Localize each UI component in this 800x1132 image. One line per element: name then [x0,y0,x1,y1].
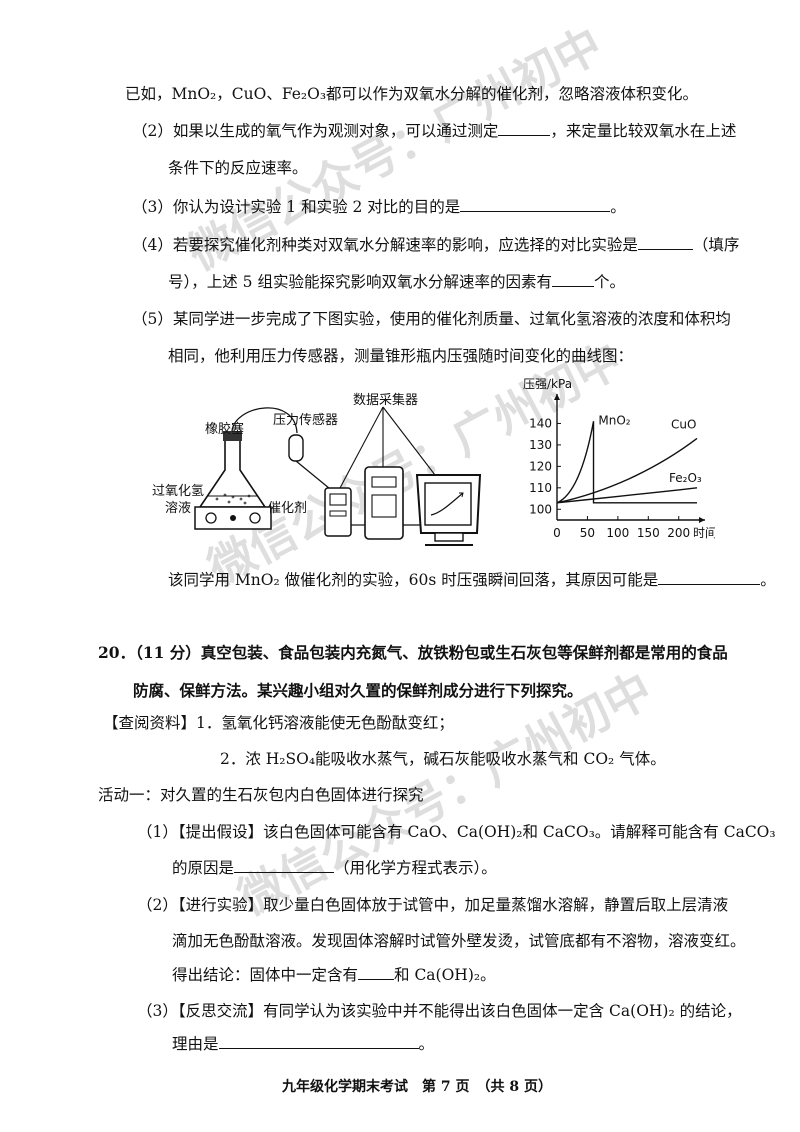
series-line [556,437,698,504]
q19-part5-line2: 相同，他利用压力传感器，测量锥形瓶内压强随时间变化的曲线图： [168,347,634,365]
q20-part1-text-c: （用化学方程式表示）。 [334,859,497,877]
x-tick-label: 100 [606,526,629,540]
q19-part5-question: 该同学用 MnO₂ 做催化剂的实验，60s 时压强瞬间回落，其原因可能是 。 [168,569,776,591]
q19-part5-question-text: 该同学用 MnO₂ 做催化剂的实验，60s 时压强瞬间回落，其原因可能是 [168,571,659,589]
bubbles [215,493,251,505]
q19-part3-end: 。 [610,198,626,216]
label-solution-2: 溶液 [165,501,192,516]
q20-part1-text-b: 的原因是 [172,859,235,877]
q20-activity-1: 活动一：对久置的生石灰包内白色固体进行探究 [98,786,424,804]
answer-blank[interactable] [234,858,335,873]
q19-part5-end: 。 [760,571,776,589]
q19-part4-text-b: （填序 [692,236,740,254]
q20-part3-line1: （3）【反思交流】有同学认为该实验中并不能得出该白色固体一定含 Ca(OH)₂ … [137,1002,742,1020]
q20-heading-line1: 20．（11 分）真空包装、食品包装内充氮气、放铁粉包或生石灰包等保鲜剂都是常用… [98,643,728,662]
q20-heading-line2: 防腐、保鲜方法。某兴趣小组对久置的保鲜剂成分进行下列探究。 [133,681,583,700]
x-tick-label: 50 [580,526,595,540]
y-axis-arrow [554,394,560,400]
q20-part2-text-c: 得出结论：固体中一定含有 [172,966,359,984]
series-label: Fe₂O₃ [669,471,702,485]
y-tick-label: 130 [529,438,552,452]
q19-intro: 已如，MnO₂，CuO、Fe₂O₃都可以作为双氧水分解的催化剂，忽略溶液体积变化… [125,85,699,103]
y-axis-label: 压强/kPa [523,377,572,391]
q20-part1-line1: （1）【提出假设】该白色固体可能含有 CaO、Ca(OH)₂和 CaCO₃。请解… [137,823,776,841]
q20-part3-text-b: 理由是 [172,1035,219,1053]
series-line [556,487,698,504]
data-collector [364,466,404,540]
q20-part2-line2: 滴加无色酚酞溶液。发现固体溶解时试管外壁发烫，试管底都有不溶物，溶液变红。 [172,932,746,950]
pressure-chart: 100 110 120 130 140 0 50 100 150 200 压强/kPa 时间/s MnO… [523,377,715,540]
y-tick-label: 140 [529,416,552,430]
q20-part2-line3: 得出结论：固体中一定含有 和 Ca(OH)₂。 [172,964,496,986]
apparatus-diagram [194,406,482,546]
q19-part2-text-a: （2）如果以生成的氧气作为观测对象，可以通过测定 [132,122,499,140]
q20-part3-end: 。 [418,1035,435,1053]
y-tick-label: 120 [529,459,552,473]
q19-part5-line1: （5）某同学进一步完成了下图实验，使用的催化剂质量、过氧化氢溶液的浓度和体积均 [132,310,731,328]
series-line [556,421,697,504]
answer-blank[interactable] [218,1034,419,1049]
answer-blank[interactable] [658,570,761,585]
q19-part2-line1: （2）如果以生成的氧气作为观测对象，可以通过测定 ，来定量比较双氧水在上述 [132,120,736,142]
q20-part2-text-d: 和 Ca(OH)₂。 [394,966,496,984]
q19-part2-text-b: ，来定量比较双氧水在上述 [550,122,737,140]
page-footer: 九年级化学期末考试 第 7 页 （共 8 页） [282,1079,552,1095]
computer-monitor [415,474,482,534]
handheld-device [324,487,352,537]
answer-blank[interactable] [551,272,594,287]
label-stopper: 橡胶塞 [205,422,245,437]
q19-part4-text-a: （4）若要探究催化剂种类对双氧水分解速率的影响，应选择的对比实验是 [132,236,638,254]
label-solution-1: 过氧化氢 [152,484,205,499]
series-label: CuO [671,417,696,431]
q20-reference-2: 2．浓 H₂SO₄能吸收水蒸气，碱石灰能吸收水蒸气和 CO₂ 气体。 [220,750,666,768]
answer-blank[interactable] [637,235,693,250]
answer-blank[interactable] [460,197,611,212]
label-sensor: 压力传感器 [273,413,339,428]
q20-part3-line2: 理由是 。 [172,1033,434,1055]
q19-part4-text-d: 个。 [593,273,625,291]
x-tick-label: 150 [637,526,660,540]
rubber-stopper [223,431,242,441]
q20-part1-line2: 的原因是 （用化学方程式表示）。 [172,857,497,879]
q19-part2-line2: 条件下的反应速率。 [168,159,308,177]
x-tick-label: 200 [667,526,690,540]
q19-part3: （3）你认为设计实验 1 和实验 2 对比的目的是 。 [132,196,626,218]
x-tick-label: 0 [553,526,561,540]
answer-blank[interactable] [498,121,551,136]
series-label: MnO₂ [598,413,630,427]
q19-part3-text: （3）你认为设计实验 1 和实验 2 对比的目的是 [132,198,461,216]
y-tick-label: 100 [529,502,552,516]
y-tick-label: 110 [529,481,552,495]
q19-part4-line2: 号），上述 5 组实验能探究影响双氧水分解速率的因素有 个。 [168,271,625,293]
q20-reference-1: 【查阅资料】1．氢氧化钙溶液能使无色酚酞变红； [103,714,454,732]
x-axis-arrow [699,517,705,523]
connecting-tube [231,407,298,434]
q20-part2-line1: （2）【进行实验】取少量白色固体放于试管中，加足量蒸馏水溶解，静置后取上层清液 [137,896,729,914]
label-collector: 数据采集器 [353,393,419,408]
pressure-sensor [288,434,304,462]
x-axis-label: 时间/s [693,526,715,540]
answer-blank[interactable] [358,965,395,980]
q19-part4-text-c: 号），上述 5 组实验能探究影响双氧水分解速率的因素有 [168,273,552,291]
q19-part4-line1: （4）若要探究催化剂种类对双氧水分解速率的影响，应选择的对比实验是 （填序 [132,234,739,256]
label-catalyst: 催化剂 [268,501,308,516]
